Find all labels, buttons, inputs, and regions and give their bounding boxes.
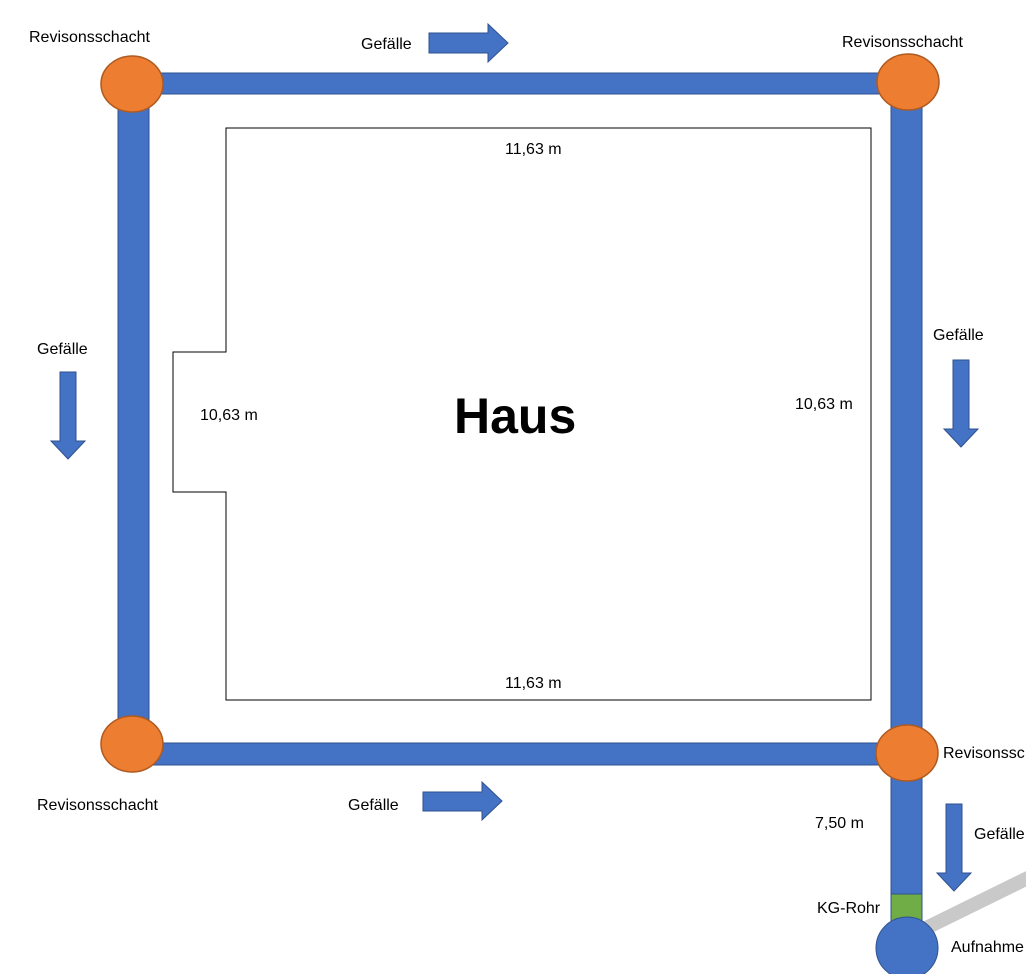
slope-label-right: Gefälle	[933, 327, 984, 344]
dimension-bottom: 11,63 m	[505, 675, 562, 692]
house-outline	[172, 127, 872, 701]
arrow-down-icon	[49, 371, 87, 460]
arrow-down-icon	[942, 359, 980, 448]
pipe-bottom	[131, 742, 909, 766]
house-title: Haus	[454, 388, 576, 444]
manhole-bottom-left	[100, 715, 164, 773]
manhole-bottom-right	[875, 724, 939, 782]
dimension-left: 10,63 m	[200, 407, 258, 424]
pipe-right	[890, 82, 923, 755]
manhole-label-top-left: Revisonsschacht	[29, 29, 151, 46]
arrow-down-icon	[935, 803, 973, 892]
slope-label-top: Gefälle	[361, 36, 412, 53]
outlet-length: 7,50 m	[815, 815, 864, 832]
receiver-pipe	[918, 871, 1026, 937]
pipe-top	[131, 72, 909, 95]
receiver-label: Aufnahme	[951, 939, 1024, 956]
manhole-label-bottom-right: Revisonssc	[943, 745, 1025, 762]
arrow-right-icon	[422, 780, 503, 822]
receiver-shaft	[875, 916, 939, 974]
slope-label-left: Gefälle	[37, 341, 88, 358]
manhole-label-bottom-left: Revisonsschacht	[37, 797, 159, 814]
pipe-left	[117, 82, 150, 745]
manhole-top-right	[876, 53, 940, 111]
kg-pipe-label: KG-Rohr	[817, 900, 881, 917]
slope-label-outlet: Gefälle	[974, 826, 1025, 843]
dimension-right: 10,63 m	[795, 396, 853, 413]
manhole-label-top-right: Revisonsschacht	[842, 34, 964, 51]
arrow-right-icon	[428, 22, 509, 64]
manhole-top-left	[100, 55, 164, 113]
slope-label-bottom: Gefälle	[348, 797, 399, 814]
dimension-top: 11,63 m	[505, 141, 562, 158]
